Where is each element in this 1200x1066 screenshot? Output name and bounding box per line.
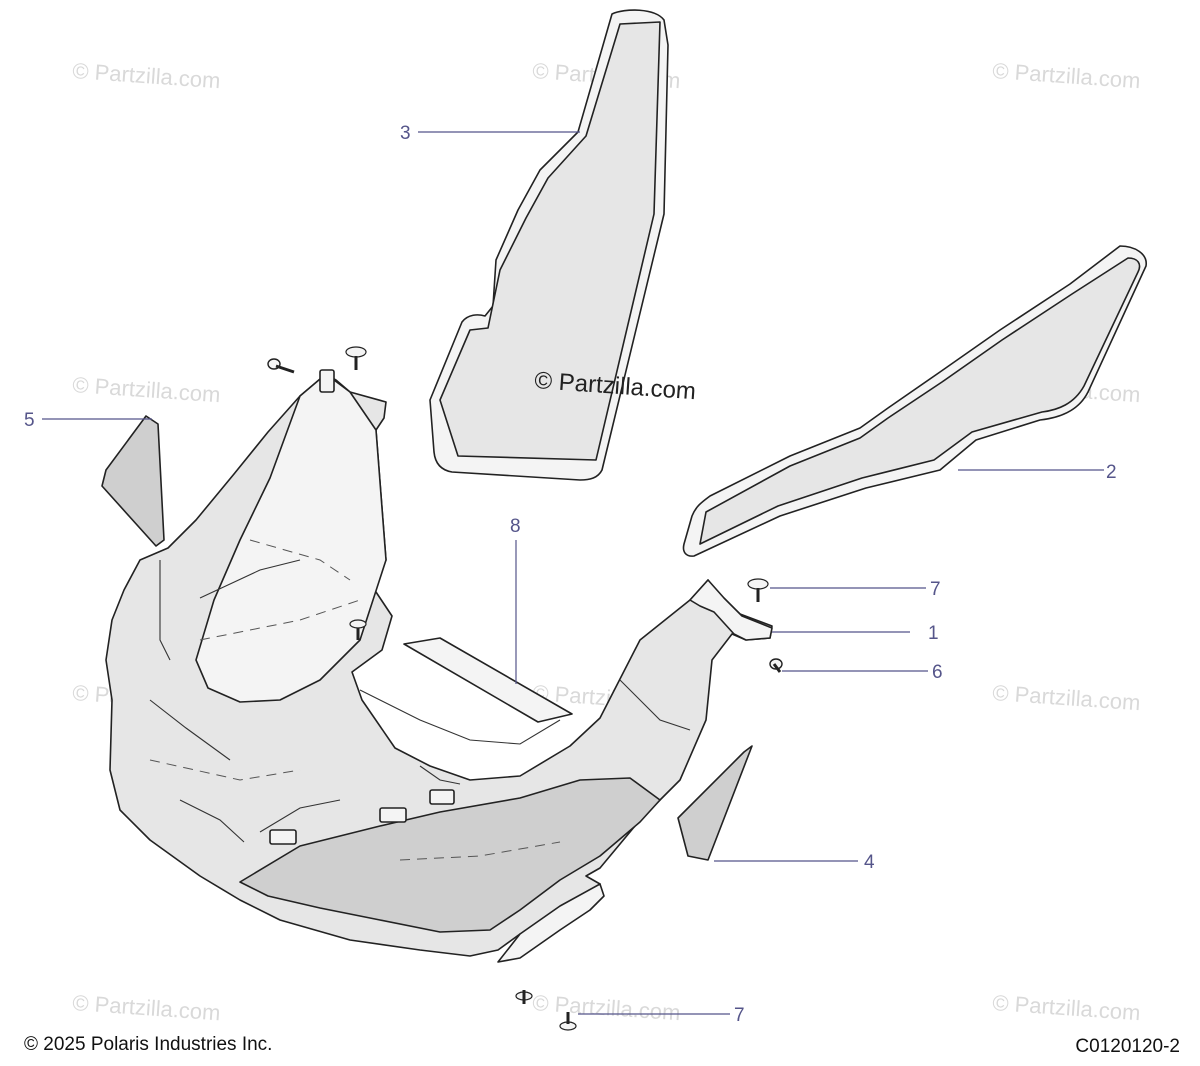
callout-8: 8 <box>510 516 521 537</box>
callout-4: 4 <box>864 852 875 873</box>
push-rivet-icon <box>769 658 783 673</box>
plastic-pin-icon <box>747 578 769 602</box>
skid-plate-part-1 <box>105 369 773 963</box>
fasteners <box>267 346 783 1031</box>
callout-5: 5 <box>24 410 35 431</box>
decal-part-8 <box>403 637 573 723</box>
watermark: © Partzilla.com <box>72 990 222 1025</box>
watermark: © Partzilla.com <box>992 990 1142 1025</box>
callout-1: 1 <box>928 623 939 644</box>
watermark: © Partzilla.com <box>992 680 1142 715</box>
small-pad-part-4 <box>677 745 753 861</box>
plastic-pin-icon <box>559 1012 577 1031</box>
plastic-pin-icon <box>345 346 367 370</box>
diagram-code: C0120120-2 <box>1075 1036 1180 1057</box>
copyright-text: © 2025 Polaris Industries Inc. <box>24 1034 273 1055</box>
plastic-pin-icon <box>349 619 367 640</box>
foam-pad-part-2 <box>682 245 1147 557</box>
callouts: 3 5 2 8 7 1 6 4 7 <box>24 123 1117 1026</box>
watermark: © Partzilla.com <box>72 58 222 93</box>
watermark: © Partzilla.com <box>992 58 1142 93</box>
callout-6: 6 <box>932 662 943 683</box>
leader-lines <box>42 131 1104 1015</box>
callout-7: 7 <box>930 579 941 600</box>
callout-3: 3 <box>400 123 411 144</box>
foam-pad-part-3 <box>429 9 669 481</box>
plastic-pin-icon <box>515 990 533 1004</box>
push-rivet-icon <box>267 358 295 374</box>
callout-7-lower: 7 <box>734 1005 745 1026</box>
watermark: © Partzilla.com <box>72 372 222 407</box>
watermark: © Partzilla.com <box>532 990 682 1025</box>
small-pad-part-5 <box>101 415 165 547</box>
callout-2: 2 <box>1106 462 1117 483</box>
